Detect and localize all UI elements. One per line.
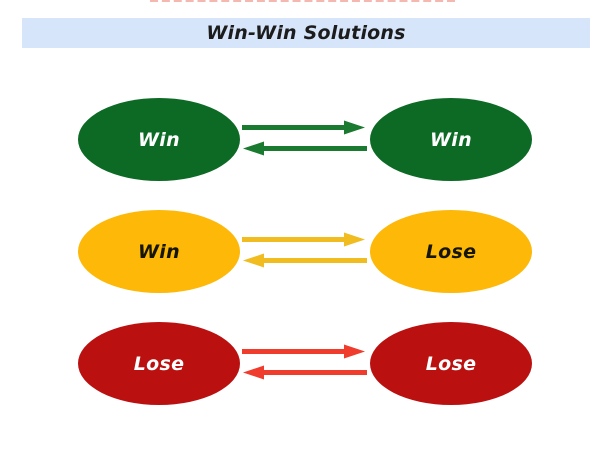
ellipse-lose-left: Lose: [78, 322, 240, 405]
ellipse-label: Lose: [425, 352, 477, 375]
ellipse-win-left: Win: [78, 210, 240, 293]
arrows-win-win: [242, 120, 367, 156]
ellipse-win-right: Win: [370, 98, 532, 181]
arrow-right-icon: [242, 344, 365, 359]
arrow-left-icon: [243, 365, 367, 380]
row-win-lose: Win Lose: [0, 210, 600, 293]
clipped-dashed-line: [150, 0, 455, 2]
ellipse-label: Win: [138, 240, 180, 263]
ellipse-label: Win: [430, 128, 472, 151]
row-lose-lose: Lose Lose: [0, 322, 600, 405]
arrows-win-lose: [242, 232, 367, 268]
ellipse-label: Lose: [425, 240, 477, 263]
ellipse-label: Win: [138, 128, 180, 151]
ellipse-lose-right: Lose: [370, 322, 532, 405]
arrows-lose-lose: [242, 344, 367, 380]
ellipse-label: Lose: [133, 352, 185, 375]
page-title: Win-Win Solutions: [206, 22, 406, 44]
arrow-right-icon: [242, 232, 365, 247]
arrow-left-icon: [243, 141, 367, 156]
row-win-win: Win Win: [0, 98, 600, 181]
ellipse-lose-right: Lose: [370, 210, 532, 293]
arrow-left-icon: [243, 253, 367, 268]
ellipse-win-left: Win: [78, 98, 240, 181]
title-banner: Win-Win Solutions: [22, 18, 590, 48]
arrow-right-icon: [242, 120, 365, 135]
